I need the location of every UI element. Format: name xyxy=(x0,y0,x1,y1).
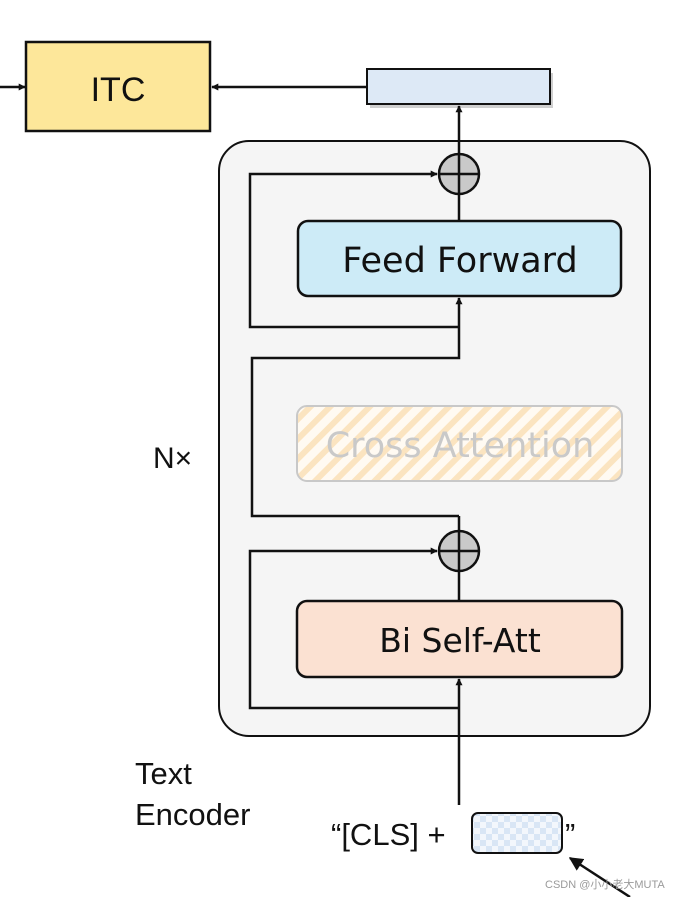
feed-forward-label: Feed Forward xyxy=(342,241,577,281)
residual-self-att xyxy=(248,547,459,710)
cross-attention-box xyxy=(296,405,623,482)
residual-ff xyxy=(248,170,459,329)
input-prefix: “[CLS] + xyxy=(331,817,446,852)
bypass-cross-attention xyxy=(250,356,459,518)
watermark: CSDN @小小老大MUTA xyxy=(545,877,665,891)
input-suffix: ” xyxy=(565,817,575,852)
output-token-box xyxy=(366,68,551,105)
input-token-box xyxy=(471,812,563,854)
feed-forward-box xyxy=(296,219,623,298)
bi-self-att-label: Bi Self-Att xyxy=(379,621,541,660)
encoder-label-line2: Encoder xyxy=(135,797,250,832)
bi-self-att-box xyxy=(295,599,624,679)
repeat-label: N× xyxy=(153,442,192,475)
cross-attention-label: Cross Attention xyxy=(326,426,595,466)
itc-box xyxy=(24,40,212,133)
encoder-label-line1: Text xyxy=(135,756,192,791)
arrow-into-input-token xyxy=(568,856,631,897)
itc-label: ITC xyxy=(91,71,146,109)
arrow-into-ff xyxy=(434,297,463,360)
